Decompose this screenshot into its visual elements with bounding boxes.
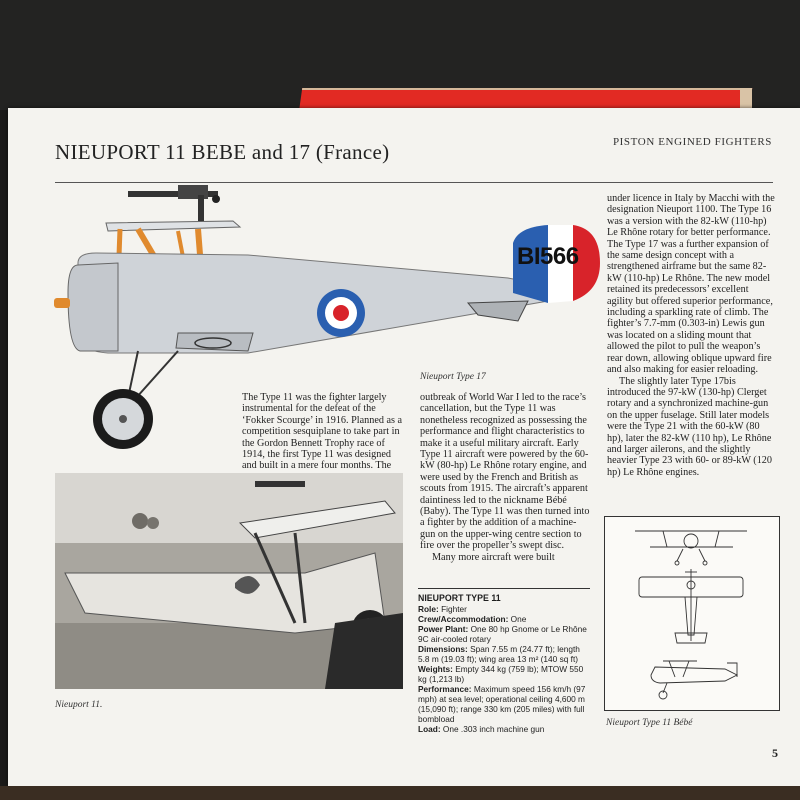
paragraph: Many more aircraft were built [432, 551, 555, 563]
text-column-2: outbreak of World War I led to the race’… [420, 392, 590, 563]
spec-row: Weights: Empty 344 kg (759 lb); MTOW 550… [418, 664, 584, 684]
aircraft-photo [55, 473, 403, 689]
spec-row: Power Plant: One 80 hp Gnome or Le Rhône… [418, 624, 587, 644]
spec-row: Load: One .303 inch machine gun [418, 724, 545, 734]
page-number: 5 [772, 746, 778, 760]
spec-row: Dimensions: Span 7.55 m (24.77 ft); leng… [418, 644, 580, 664]
profile-caption: Nieuport Type 17 [420, 372, 486, 382]
spec-panel: NIEUPORT TYPE 11 Role: Fighter Crew/Acco… [418, 588, 590, 734]
paragraph: The Type 11 was the fighter largely inst… [242, 392, 403, 472]
title-rule [55, 182, 773, 183]
photo-image [55, 473, 403, 689]
three-view-caption: Nieuport Type 11 Bébé [606, 718, 693, 728]
paragraph: under licence in Italy by Macchi with th… [607, 193, 775, 376]
spec-row: Performance: Maximum speed 156 km/h (97 … [418, 684, 586, 724]
spec-row: Crew/Accommodation: One [418, 614, 527, 624]
three-view-drawing [604, 516, 780, 711]
text-column-3: under licence in Italy by Macchi with th… [607, 193, 777, 478]
table-surface [0, 786, 800, 800]
photo-caption: Nieuport 11. [55, 700, 103, 710]
page-title: NIEUPORT 11 BEBE and 17 (France) [55, 140, 390, 164]
aircraft-profile-illustration [54, 185, 600, 449]
text-column-1: The Type 11 was the fighter largely inst… [242, 392, 404, 472]
section-heading: PISTON ENGINED FIGHTERS [612, 136, 772, 148]
paragraph: outbreak of World War I led to the race’… [420, 392, 590, 552]
paragraph: The slightly later Type 17bis introduced… [607, 375, 772, 478]
tail-serial: BI566 [517, 243, 579, 270]
spec-heading: NIEUPORT TYPE 11 [418, 588, 590, 603]
spec-row: Role: Fighter [418, 604, 467, 614]
three-view-illustration [635, 530, 747, 700]
